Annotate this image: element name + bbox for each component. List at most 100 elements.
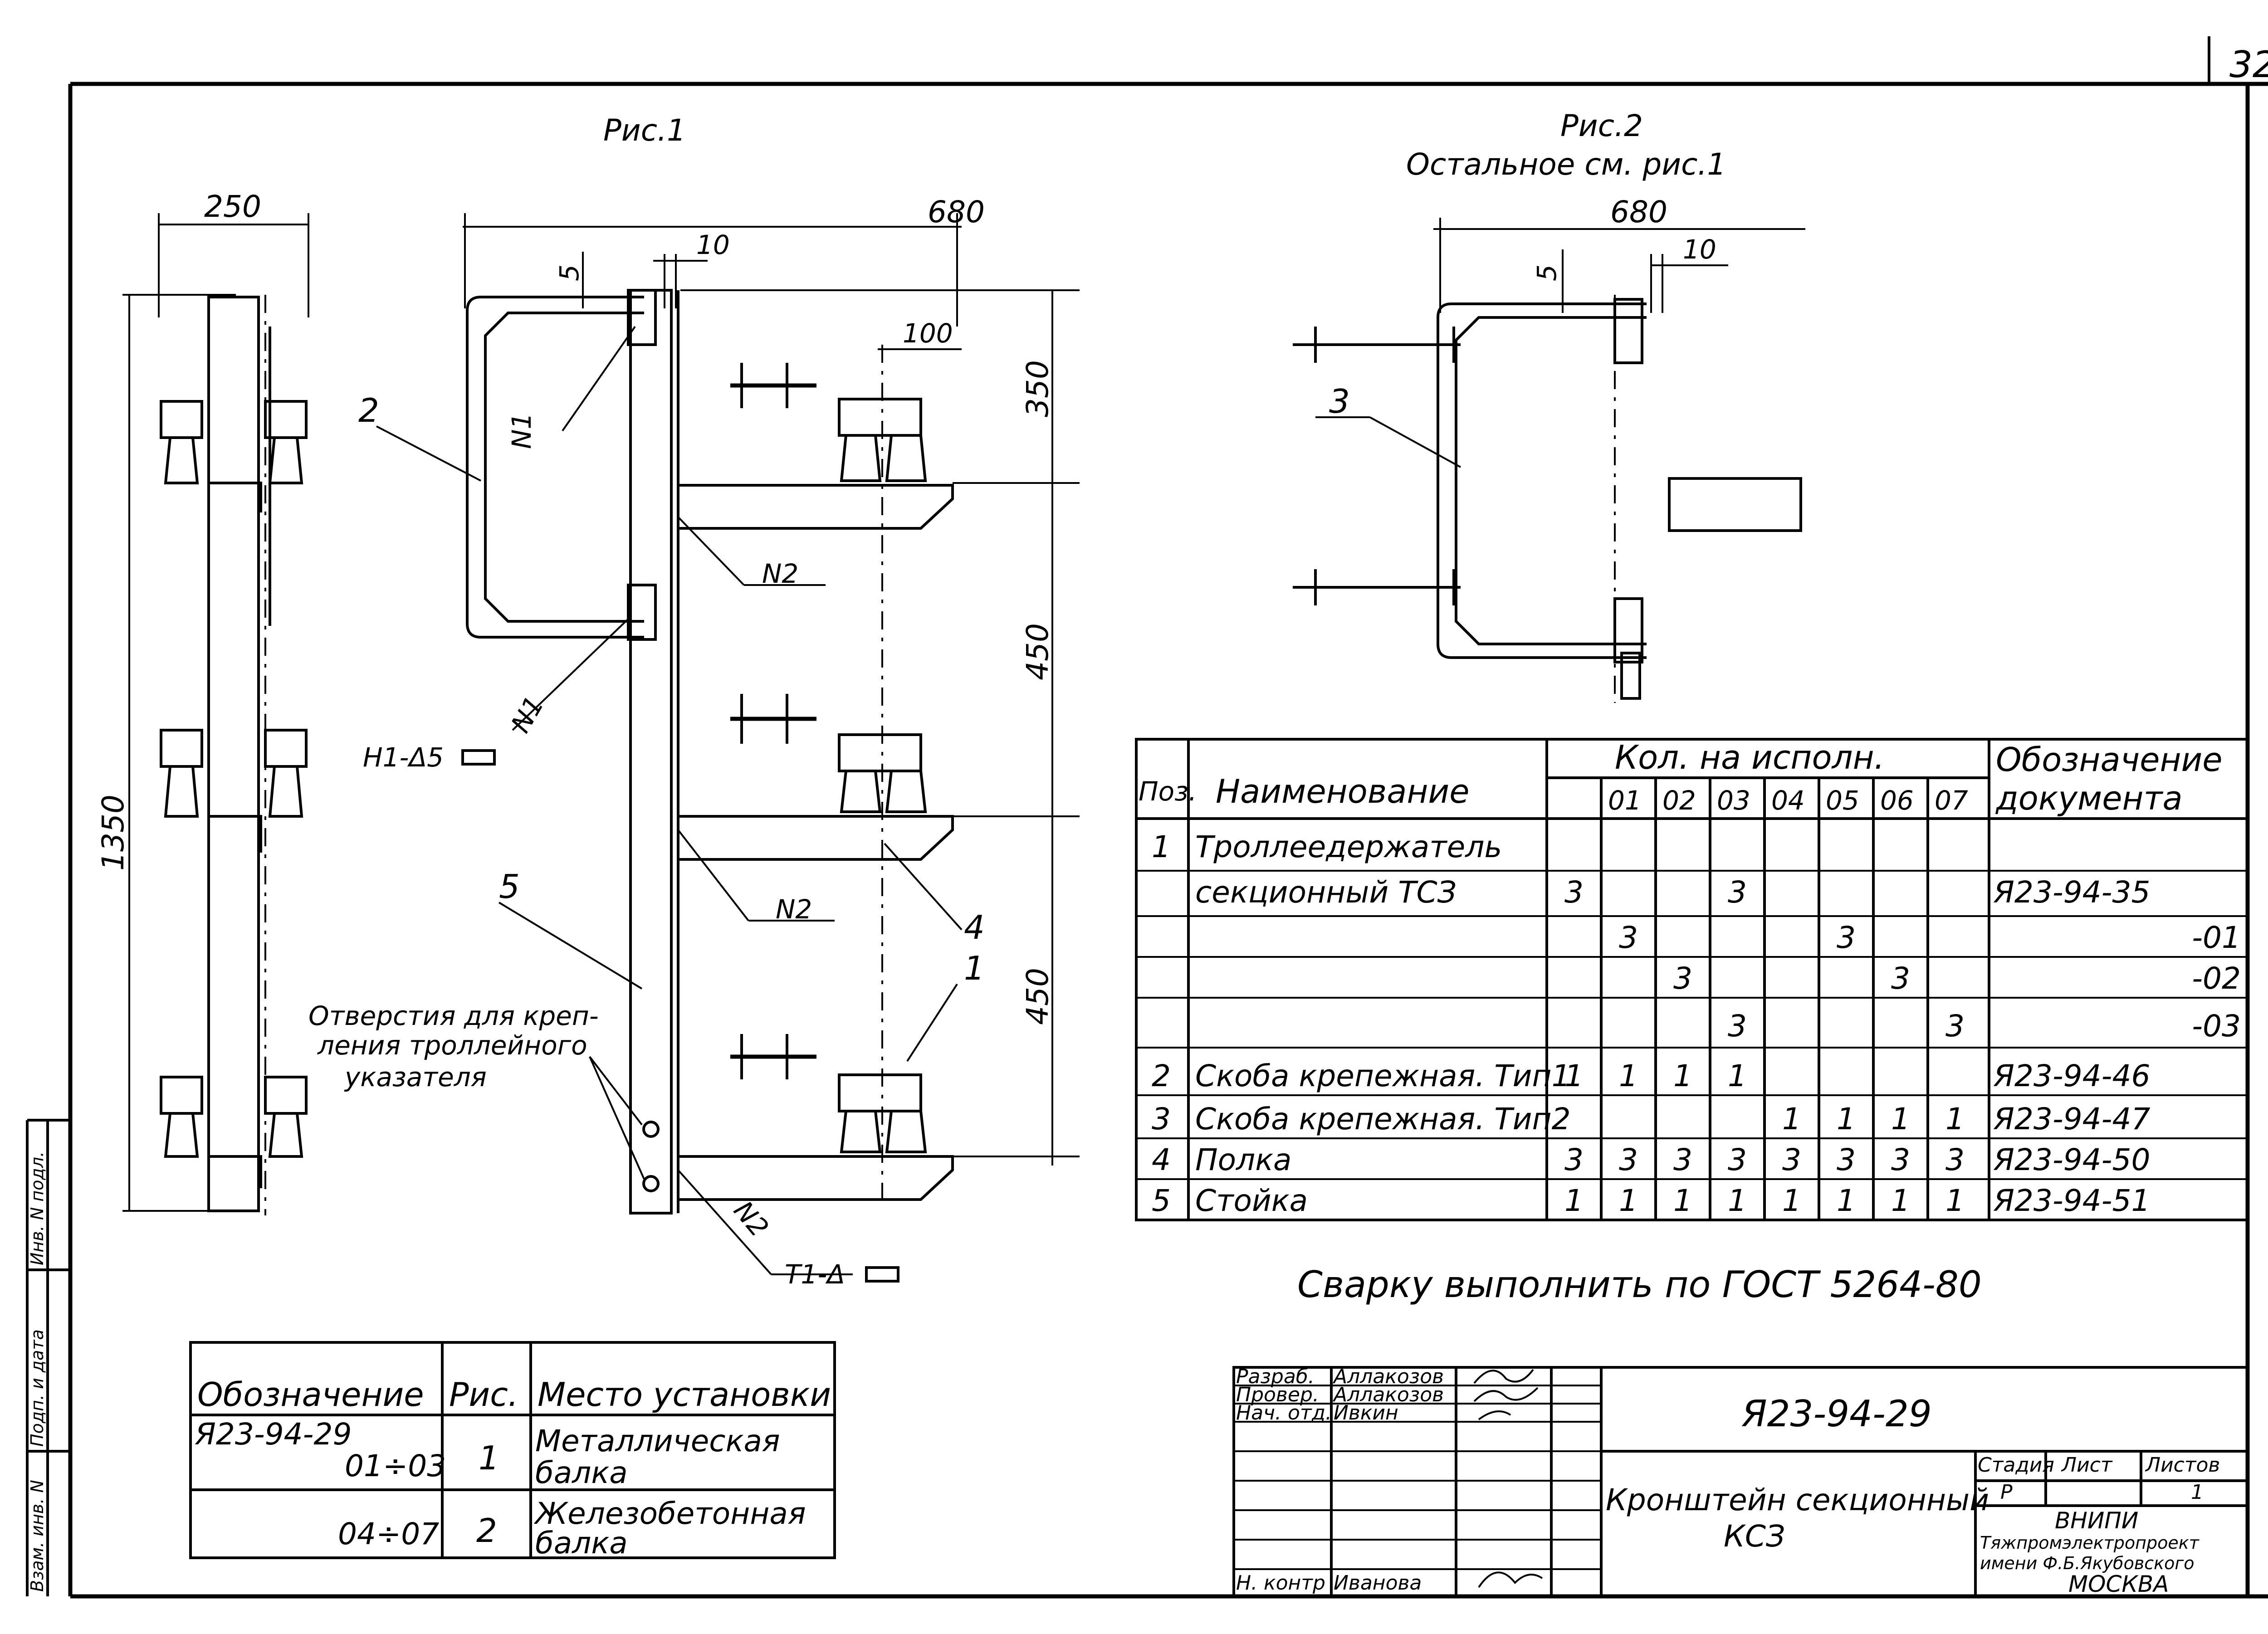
fig1-callout-5: 5 — [499, 868, 520, 906]
fig1-n1a: N1 — [506, 413, 537, 449]
spec-header-doc2: документа — [1995, 779, 2183, 817]
spec-row-name: секционный ТСЗ — [1195, 875, 1457, 910]
fig1-n2a: N2 — [762, 558, 798, 589]
svg-text:Н. контр: Н. контр — [1236, 1571, 1325, 1595]
svg-text:Провер.: Провер. — [1236, 1383, 1319, 1406]
spec-row-pos: 4 — [1152, 1142, 1171, 1177]
svg-text:Аллакозов: Аллакозов — [1332, 1365, 1444, 1388]
spec-header-name: Наименование — [1216, 772, 1470, 810]
install-header-doc: Обозначение — [197, 1375, 424, 1414]
fig1-dim-350: 350 — [1020, 360, 1055, 417]
fig1-dim-450b: 450 — [1020, 968, 1055, 1025]
install-row1-place2: балка — [535, 1455, 628, 1490]
fig1-dim-450a: 450 — [1020, 623, 1055, 680]
fig1-weld-t1-mark — [865, 1266, 899, 1283]
fig1-callout-4: 4 — [964, 908, 985, 946]
svg-text:Иванова: Иванова — [1334, 1571, 1422, 1595]
fig2-dim-680: 680 — [1610, 195, 1667, 229]
fig1-callout-1: 1 — [964, 949, 985, 987]
spec-row-qty: 1 — [1837, 1183, 1856, 1218]
fig1-dim-10: 10 — [696, 229, 730, 260]
spec-row-qty: 1 — [1782, 1183, 1801, 1218]
spec-header-pos: Поз. — [1139, 776, 1197, 807]
install-row1-doc2: 01÷03 — [345, 1449, 446, 1483]
fig1-dim-1350: 1350 — [96, 795, 131, 871]
spec-row-name: Полка — [1195, 1142, 1292, 1177]
fig1-weld-t1: T1-Δ — [785, 1259, 845, 1290]
spec-row-qty: 3 — [1619, 920, 1638, 955]
side-strip-replace: Взам. инв. N — [27, 1480, 47, 1592]
spec-row-qty: 3 — [1673, 1142, 1692, 1177]
spec-row-doc: Я23-94-46 — [1993, 1058, 2150, 1093]
install-row2-place1: Железобетонная — [533, 1496, 806, 1531]
install-row2-doc2: 04÷07 — [338, 1517, 439, 1551]
spec-row-qty: 1 — [1891, 1102, 1910, 1136]
svg-text:04: 04 — [1771, 785, 1805, 816]
fig2-callout-3: 3 — [1329, 382, 1350, 420]
spec-row-qty: 3 — [1619, 1142, 1638, 1177]
spec-row-qty: 1 — [1728, 1058, 1747, 1093]
fig1-n1b: N1 — [505, 691, 550, 738]
title-block-sheet-label: Лист — [2061, 1454, 2113, 1477]
spec-row-qty: 1 — [1673, 1058, 1692, 1093]
spec-variant-headers: 01 02 03 04 05 06 07 — [1608, 785, 1968, 816]
spec-row-pos: 3 — [1152, 1102, 1171, 1136]
spec-row-qty: 1 — [1619, 1183, 1638, 1218]
spec-header-doc1: Обозначение — [1996, 741, 2223, 779]
spec-row-doc: Я23-94-47 — [1993, 1102, 2150, 1136]
svg-text:Разраб.: Разраб. — [1236, 1365, 1315, 1388]
install-row1-fig: 1 — [479, 1439, 499, 1477]
side-strip-inv: Инв. N подл. — [27, 1151, 47, 1265]
svg-text:имени Ф.Б.Якубовского: имени Ф.Б.Якубовского — [1980, 1553, 2195, 1573]
svg-text:05: 05 — [1826, 785, 1859, 816]
fig1-side-view — [122, 213, 309, 1215]
fig1-n2c: N2 — [728, 1195, 775, 1243]
svg-text:01: 01 — [1608, 785, 1642, 816]
fig1-dim-250: 250 — [204, 189, 261, 224]
title-block-name1: Кронштейн секционный — [1606, 1483, 1989, 1517]
spec-row-pos: 2 — [1152, 1058, 1171, 1093]
fig2-view — [1293, 218, 1805, 703]
title-block-code: Я23-94-29 — [1741, 1393, 1932, 1435]
spec-row-name: Стойка — [1195, 1183, 1308, 1218]
spec-row-qty: 3 — [1891, 1142, 1910, 1177]
spec-row-qty: 1 — [1945, 1102, 1965, 1136]
fig2-subtitle: Остальное см. рис.1 — [1406, 147, 1726, 182]
spec-row-qty: 3 — [1782, 1142, 1801, 1177]
fig1-note-holes: Отверстия для креп- ления троллейного ук… — [308, 1000, 599, 1093]
spec-row-doc: Я23-94-50 — [1993, 1142, 2150, 1177]
svg-text:Отверстия для креп-: Отверстия для креп- — [308, 1000, 599, 1031]
svg-text:Ивкин: Ивкин — [1334, 1401, 1398, 1424]
svg-text:07: 07 — [1935, 785, 1968, 816]
title-block-stage-label: Стадия — [1978, 1454, 2054, 1477]
title-block-stage-value: Р — [2000, 1481, 2013, 1504]
spec-row-qty: 1 — [1945, 1183, 1965, 1218]
fig1-weld-h1: H1-Δ5 — [363, 742, 444, 773]
fig1-front-view — [376, 213, 1080, 1275]
spec-row-pos: 5 — [1152, 1183, 1171, 1218]
spec-row-qty: 3 — [1837, 1142, 1856, 1177]
svg-text:Тяжпромэлектропроект: Тяжпромэлектропроект — [1980, 1533, 2200, 1553]
fig1-callout-2: 2 — [358, 391, 379, 429]
install-table — [189, 1341, 836, 1559]
fig2-dim-5: 5 — [1531, 264, 1562, 281]
spec-row-qty: 1 — [1782, 1102, 1801, 1136]
svg-text:02: 02 — [1662, 785, 1696, 816]
spec-row-doc: -03 — [2192, 1009, 2241, 1044]
spec-row-pos: 1 — [1152, 829, 1171, 864]
sheet-frame — [68, 36, 2268, 1599]
spec-row-qty: 3 — [1945, 1142, 1965, 1177]
spec-row-base-qty: 1 — [1564, 1058, 1584, 1093]
title-block-sheets-label: Листов — [2145, 1454, 2220, 1477]
spec-row-qty: 1 — [1837, 1102, 1856, 1136]
fig1-dim-680: 680 — [928, 195, 985, 229]
spec-row-base-qty: 3 — [1564, 1142, 1584, 1177]
spec-row-name: Скоба крепежная. Тип2 — [1195, 1102, 1571, 1136]
fig1-n2b: N2 — [776, 894, 812, 925]
install-header-place: Место установки — [538, 1375, 831, 1414]
svg-text:Нач. отд.: Нач. отд. — [1236, 1401, 1332, 1424]
spec-row-qty: 3 — [1837, 920, 1856, 955]
spec-row-qty: 3 — [1673, 961, 1692, 996]
